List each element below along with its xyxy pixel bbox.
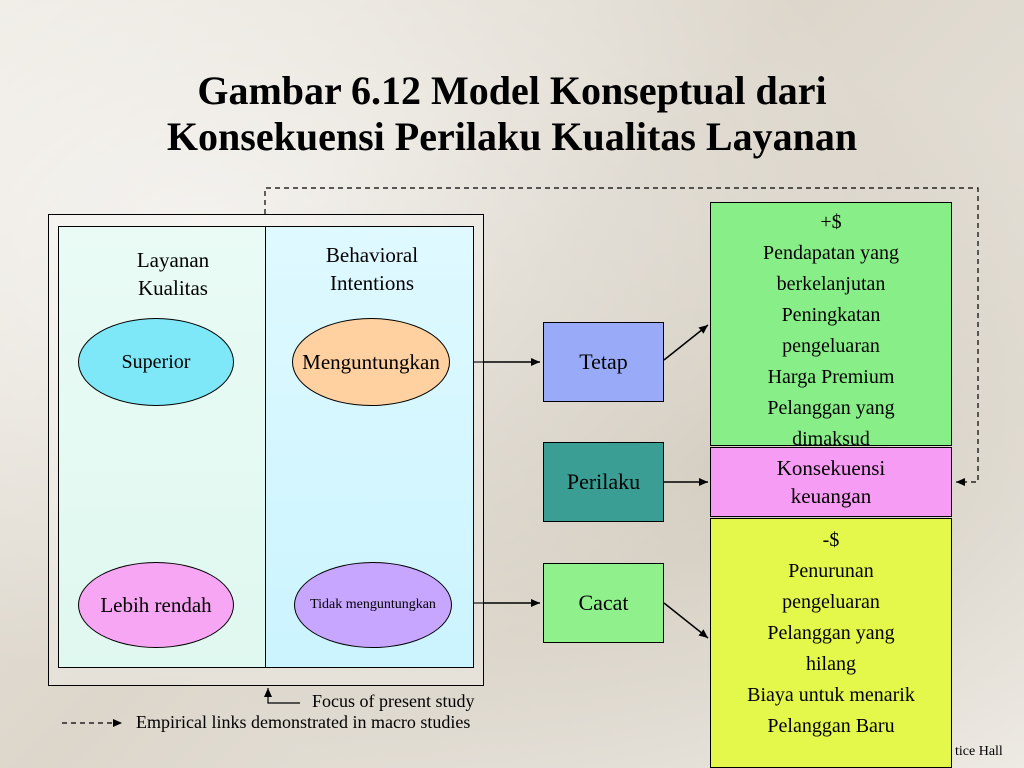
result-financial-line: Konsekuensi: [776, 456, 886, 480]
result-positive-line: +$: [820, 211, 842, 233]
result-negative-line: Biaya untuk menarik: [747, 684, 915, 706]
arrow-tetap-to-positive: [663, 324, 709, 361]
column-header-layanan: Layanan Kualitas: [136, 248, 210, 300]
title-line-1: Gambar 6.12 Model Konseptual dari: [197, 68, 827, 113]
result-positive-line: Peningkatan: [781, 304, 881, 326]
node-menguntungkan: Menguntungkan: [292, 318, 450, 406]
result-positive-line: berkelanjutan: [776, 273, 886, 295]
box-cacat: Cacat: [543, 563, 664, 643]
node-superior: Superior: [78, 318, 234, 406]
result-positive-line: dimaksud: [792, 428, 870, 446]
result-positive-line: Pendapatan yang: [762, 242, 900, 264]
title-line-2: Konsekuensi Perilaku Kualitas Layanan: [166, 114, 858, 159]
node-tidak-menguntungkan: Tidak menguntungkan: [294, 562, 452, 648]
result-negative-line: Penurunan: [788, 560, 874, 582]
arrow-cacat-to-negative: [663, 602, 709, 639]
box-tetap: Tetap: [543, 322, 664, 402]
footer-credit: tice Hall: [955, 744, 1003, 759]
result-negative-line: hilang: [806, 653, 856, 675]
dashed-feedback-loop: [264, 187, 979, 486]
result-negative-line: Pelanggan Baru: [767, 715, 895, 737]
column-header-behavioral: Behavioral Intentions: [325, 243, 419, 295]
legend-focus: Focus of present study: [312, 691, 475, 711]
page-title: Gambar 6.12 Model Konseptual dari Konsek…: [0, 68, 1024, 160]
legend-focus-arrow: [264, 688, 300, 704]
result-financial: Konsekuensi keuangan: [710, 447, 952, 517]
result-negative-line: Pelanggan yang: [767, 622, 895, 644]
result-negative-line: pengeluaran: [782, 591, 880, 613]
result-financial-line: keuangan: [790, 484, 872, 508]
result-positive-line: Harga Premium: [767, 366, 895, 388]
result-negative-line: -$: [822, 529, 840, 551]
legend-empirical: Empirical links demonstrated in macro st…: [136, 712, 471, 732]
box-perilaku: Perilaku: [543, 442, 664, 522]
node-lebih-rendah: Lebih rendah: [78, 562, 234, 648]
result-positive-line: pengeluaran: [782, 335, 880, 357]
result-positive-line: Pelanggan yang: [767, 397, 895, 419]
